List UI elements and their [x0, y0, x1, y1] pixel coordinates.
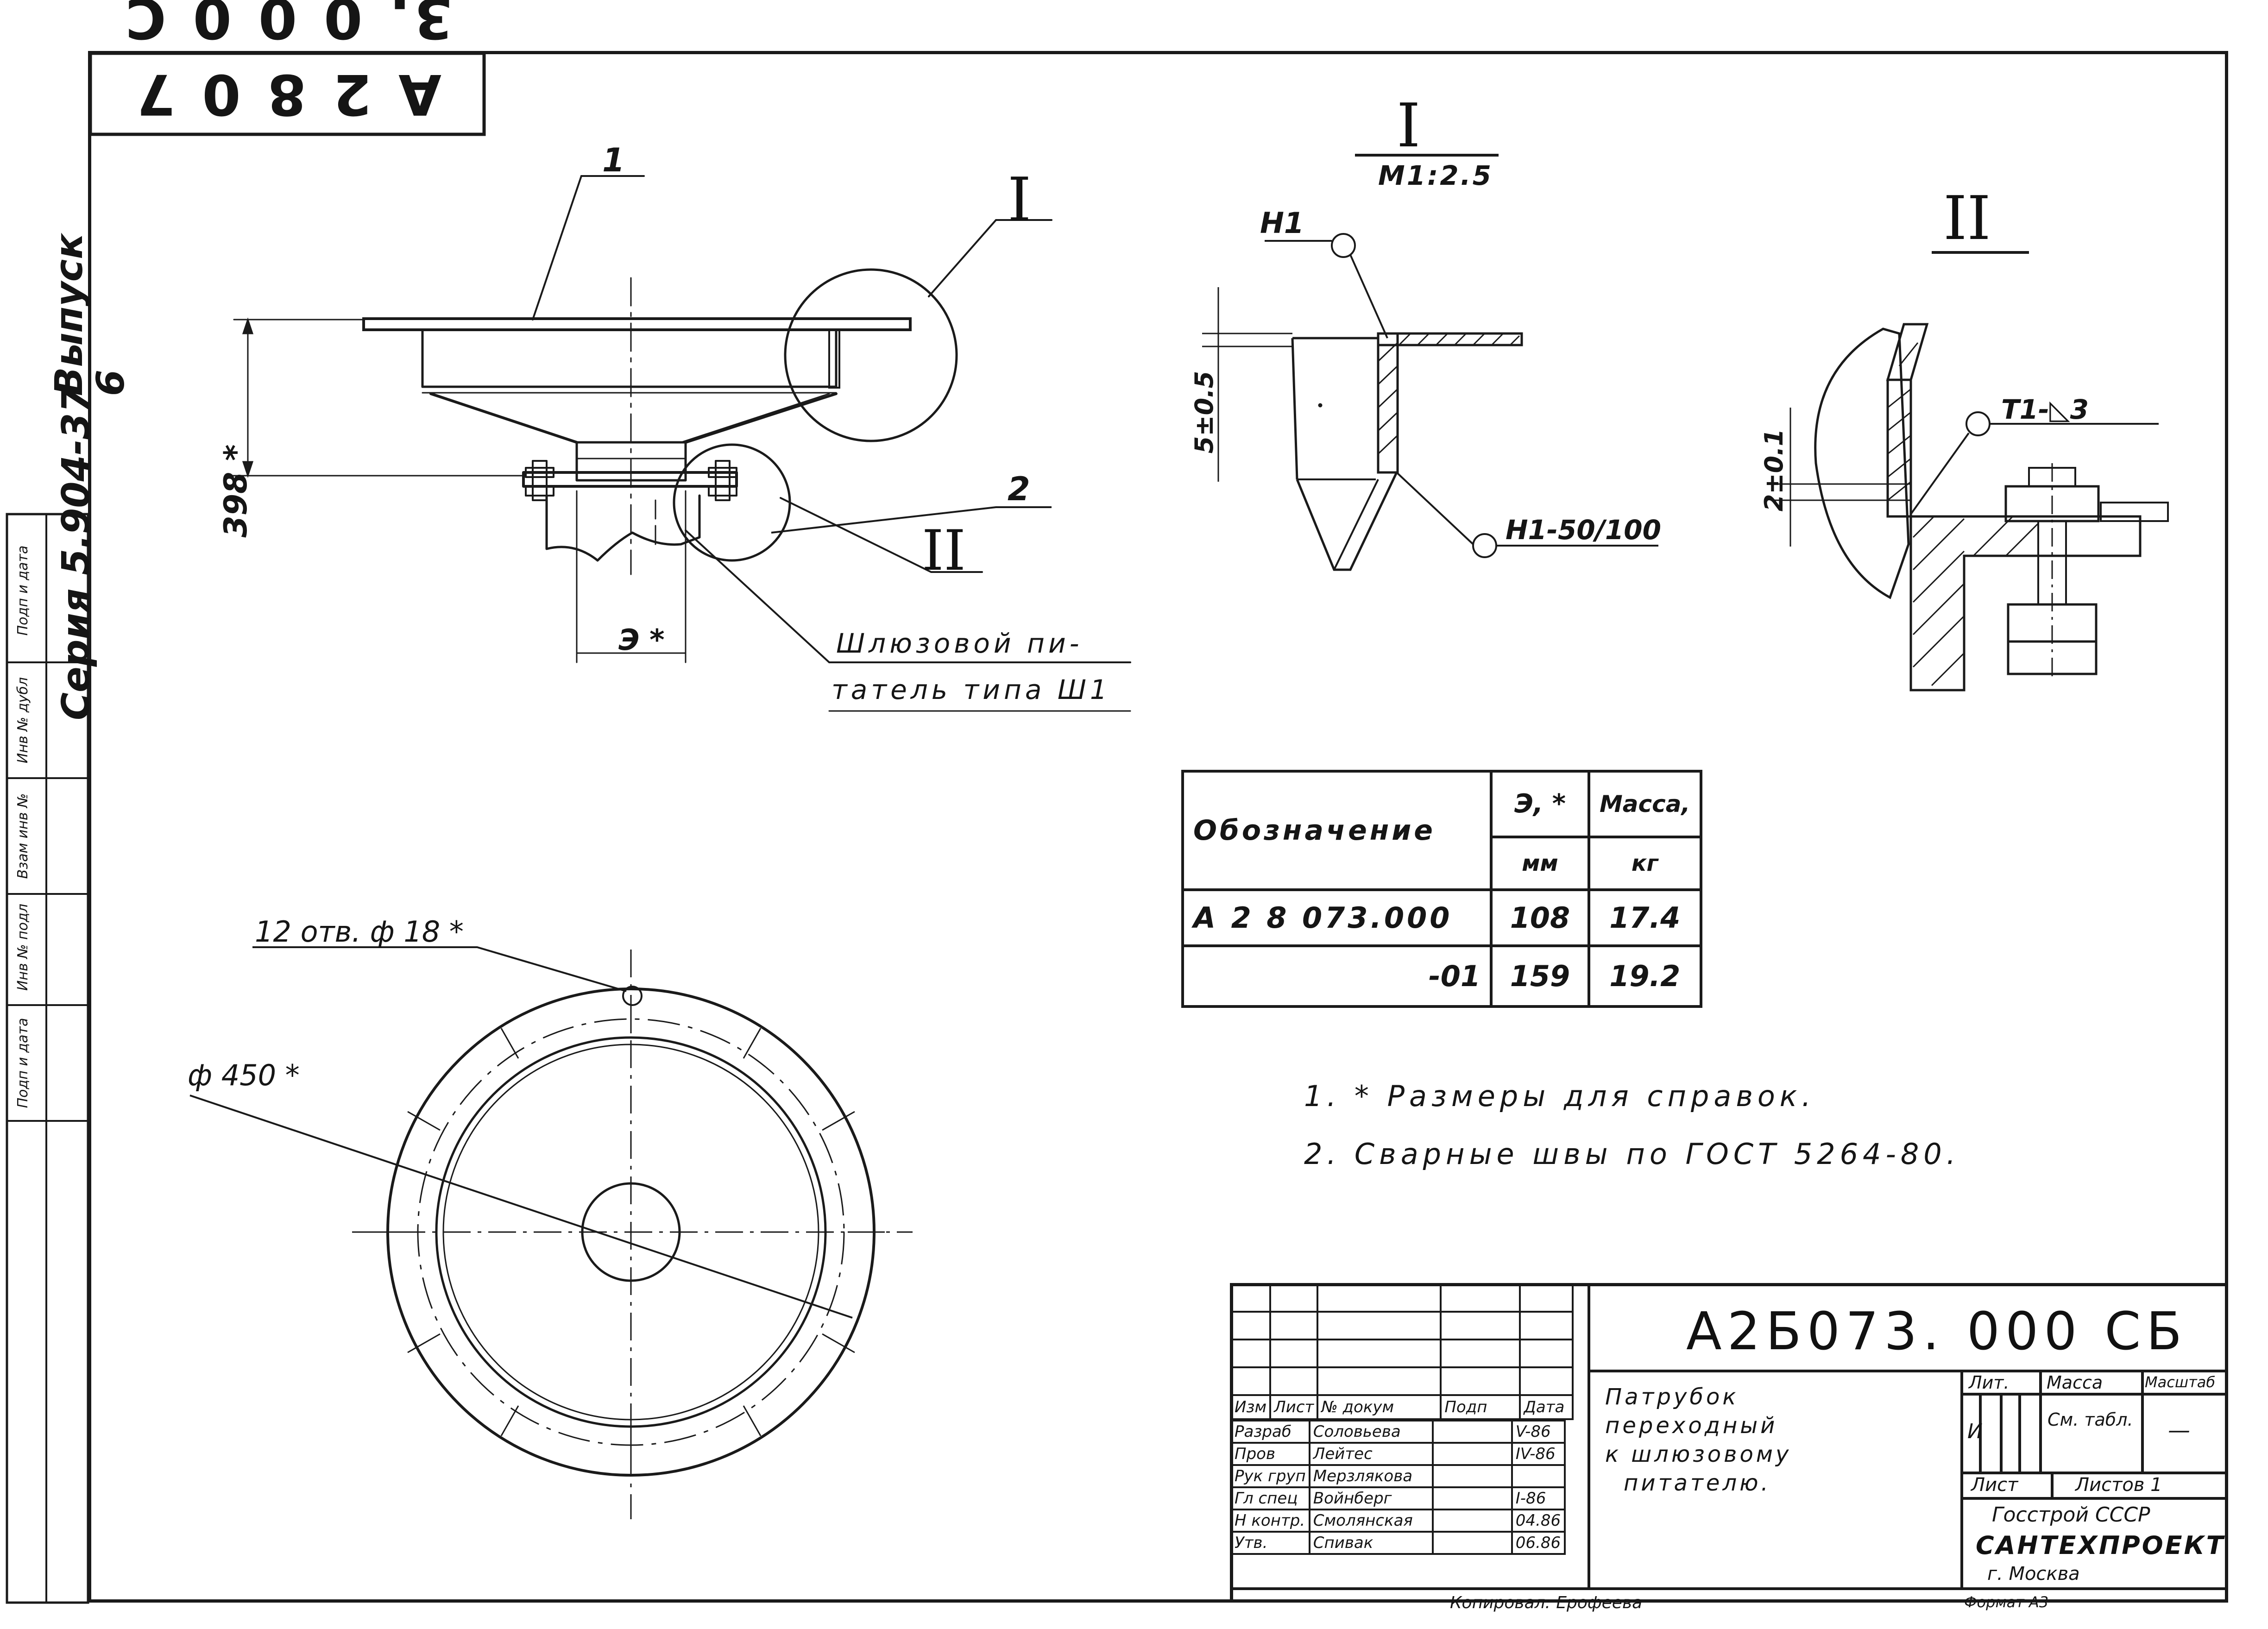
callout-1: 1: [602, 141, 625, 179]
detail-II-weld: Т1-◺3: [2001, 394, 2089, 425]
spec-table: Обозначение Э, * Масса, мм кг А 2 8 073.…: [1181, 770, 1702, 1008]
spec-header-designation: Обозначение: [1181, 770, 1493, 891]
detail-I-weld-2: Н1-50/100: [1506, 514, 1661, 546]
detail-I-title: I: [1397, 90, 1421, 161]
section-II-label: II: [922, 519, 966, 583]
scale-value: —: [2168, 1417, 2190, 1443]
detail-I-weld: Н1: [1260, 206, 1304, 240]
plan-view: [189, 946, 913, 1519]
scale-label: Масштаб: [2145, 1373, 2216, 1391]
detail-I: [1202, 154, 1658, 571]
sheet-label: Лист: [1971, 1474, 2018, 1496]
holes-note: 12 отв. ф 18 *: [255, 915, 464, 949]
spec-cell: -01: [1181, 944, 1493, 1008]
revisions-grid: Изм Лист № докум Подп Дата: [1229, 1283, 1574, 1420]
title-name-line: питателю.: [1624, 1470, 1771, 1496]
callout-2: 2: [1008, 470, 1030, 508]
title-doc-number: А2Б073. 000 СБ: [1686, 1302, 2188, 1362]
spec-cell: 108: [1490, 888, 1590, 947]
copied-by: Копировал: Ерофеева: [1450, 1593, 1643, 1612]
spec-header-d: Э, *: [1490, 770, 1590, 838]
lit-label: Лит.: [1969, 1372, 2010, 1393]
lit-value: И: [1967, 1420, 1983, 1443]
title-name: Патрубок переходный к шлюзовому питателю…: [1605, 1383, 1791, 1497]
leader-2-line: [771, 506, 1052, 534]
spec-row: А 2 8 073.000 108 17.4: [1181, 888, 1702, 947]
sheets-label: Листов 1: [2075, 1474, 2162, 1496]
mass-value: См. табл.: [2048, 1409, 2133, 1430]
spec-cell: 17.4: [1588, 888, 1702, 947]
title-name-line: переходный: [1605, 1413, 1778, 1439]
spec-cell: А 2 8 073.000: [1181, 888, 1493, 947]
section-I-label: I: [1008, 164, 1032, 235]
org-line-2: САНТЕХПРОЕКТ: [1976, 1531, 2225, 1560]
note-2: 2. Сварные швы по ГОСТ 5264-80.: [1304, 1137, 1960, 1171]
spec-row: -01 159 19.2: [1181, 944, 1702, 1008]
org-line-1: Госстрой СССР: [1992, 1503, 2150, 1527]
spec-header-mass: Масса,: [1588, 770, 1702, 838]
org-line-3: г. Москва: [1987, 1563, 2080, 1585]
top-flange: [362, 317, 912, 331]
spec-cell: 19.2: [1588, 944, 1702, 1008]
note-1: 1. * Размеры для справок.: [1304, 1079, 1815, 1113]
detail-I-scale: М1:2.5: [1378, 160, 1493, 191]
spec-unit-mm: мм: [1490, 835, 1590, 891]
dim-d: Э *: [618, 623, 665, 657]
stamp-strip: [6, 513, 89, 1604]
detail-II-title: II: [1943, 183, 1991, 253]
mass-label: Масса: [2047, 1372, 2103, 1393]
title-name-line: к шлюзовому: [1605, 1441, 1792, 1467]
detail-II: [1774, 251, 2169, 692]
title-header-row: Изм Лист № докум Подп Дата: [1229, 1394, 1574, 1420]
title-name-line: Патрубок: [1605, 1384, 1739, 1410]
sheet-frame: [88, 51, 2228, 1603]
code-box: [88, 51, 486, 136]
feeder-note-2: татель типа Ш1: [832, 674, 1111, 705]
spec-cell: 159: [1490, 944, 1590, 1008]
format-label: Формат А3: [1964, 1593, 2049, 1611]
feeder-note-1: Шлюзовой пи-: [836, 628, 1083, 659]
dia-note: ф 450 *: [188, 1058, 300, 1092]
spec-unit-kg: кг: [1588, 835, 1702, 891]
